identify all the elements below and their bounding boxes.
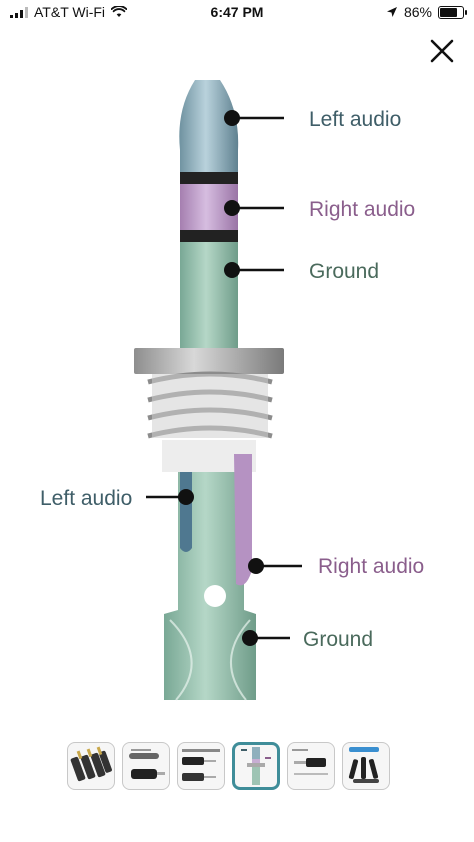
thumbnail-3-image — [182, 749, 220, 781]
plug-label-left-audio: Left audio — [309, 108, 401, 131]
carrier-label: AT&T Wi-Fi — [34, 4, 106, 20]
mounting-nut — [134, 348, 284, 374]
plug-label-ground: Ground — [309, 260, 379, 283]
plug-sleeve — [180, 242, 238, 350]
jack-label-right-audio: Right audio — [318, 555, 424, 578]
jack-label-left-audio: Left audio — [40, 487, 132, 510]
plug-label-right-audio: Right audio — [309, 198, 415, 221]
thumbnail-5[interactable] — [287, 742, 335, 790]
thumbnail-2-image — [129, 749, 165, 779]
thumbnail-3[interactable] — [177, 742, 225, 790]
status-time: 6:47 PM — [210, 4, 264, 20]
thumbnail-1-image — [70, 746, 112, 782]
close-icon — [430, 39, 454, 63]
thumbnail-6[interactable] — [342, 742, 390, 790]
status-left: AT&T Wi-Fi — [10, 4, 128, 20]
insulator-ring-2 — [180, 230, 238, 242]
thumbnail-6-image — [348, 747, 379, 783]
thumbnail-5-image — [292, 749, 328, 775]
audio-jack-diagram: Left audio Right audio Ground Left audio… — [40, 80, 424, 701]
mounting-hole — [204, 585, 226, 607]
insulator-ring-1 — [180, 172, 238, 184]
right-audio-lug — [234, 454, 252, 586]
location-arrow-icon — [386, 7, 397, 17]
thumbnail-4[interactable] — [232, 742, 280, 790]
thumbnail-2[interactable] — [122, 742, 170, 790]
jack-label-ground: Ground — [303, 628, 373, 651]
battery-percent: 86% — [403, 4, 432, 20]
ground-lug-crease — [169, 619, 251, 701]
left-audio-lug — [180, 472, 192, 552]
status-right: 86% — [386, 4, 467, 20]
battery-icon — [438, 5, 467, 19]
thumbnail-strip — [67, 742, 390, 794]
battery-cap — [465, 9, 467, 15]
thumbnail-4-image — [241, 747, 271, 785]
status-bar: AT&T Wi-Fi 6:47 PM 86% — [0, 0, 474, 24]
thumbnail-1[interactable] — [67, 742, 115, 790]
close-button[interactable] — [425, 34, 459, 68]
plug-tip — [179, 80, 239, 172]
signal-bars-icon — [10, 6, 28, 18]
wifi-icon — [111, 6, 128, 17]
thread-body — [152, 374, 268, 438]
pointer-dots — [178, 110, 264, 646]
battery-fill — [440, 7, 457, 17]
